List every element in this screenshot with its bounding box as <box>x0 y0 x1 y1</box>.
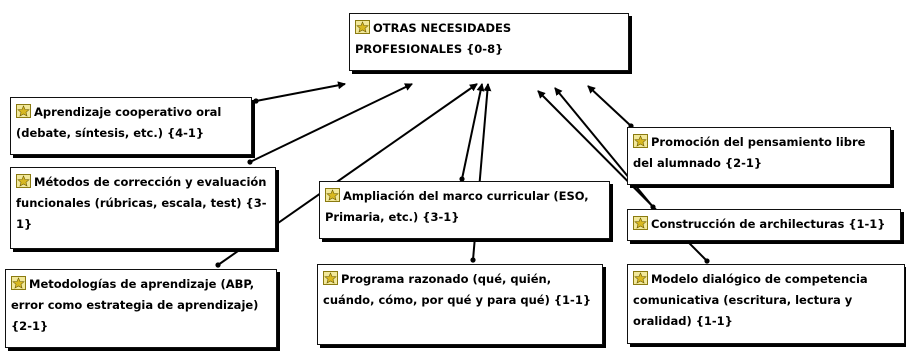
concept-icon <box>16 174 31 188</box>
concept-icon <box>633 216 648 230</box>
edge-n2-to-main <box>249 83 413 163</box>
node-metodologias-aprendizaje[interactable]: Metodologías de aprendizaje (ABP, error … <box>5 269 277 348</box>
node-otras-necesidades[interactable]: OTRAS NECESIDADES PROFESIONALES {0-8} <box>349 13 629 71</box>
node-label: Métodos de corrección y evaluación funci… <box>16 175 267 231</box>
node-label: Programa razonado (qué, quién, cuándo, c… <box>323 272 592 307</box>
edge-n4-to-main <box>461 83 485 180</box>
edge-n1-to-main <box>255 81 346 102</box>
node-label: Metodologías de aprendizaje (ABP, error … <box>11 277 259 333</box>
node-ampliacion-marco[interactable]: Ampliación del marco curricular (ESO, Pr… <box>319 181 610 239</box>
concept-icon <box>325 188 340 202</box>
node-label: Construcción de archilecturas {1-1} <box>651 217 886 231</box>
node-promocion-pensamiento[interactable]: Promoción del pensamiento libre del alum… <box>627 127 891 185</box>
concept-icon <box>633 271 648 285</box>
node-label: Modelo dialógico de competencia comunica… <box>633 272 868 328</box>
concept-icon <box>355 20 370 34</box>
concept-icon <box>16 104 31 118</box>
concept-icon <box>323 271 338 285</box>
edge-origin-dot <box>247 159 253 165</box>
node-label: Aprendizaje cooperativo oral (debate, sí… <box>16 105 222 140</box>
node-label: Promoción del pensamiento libre del alum… <box>633 135 866 170</box>
edge-n6-to-main <box>587 85 632 127</box>
edge-origin-dot <box>215 262 221 268</box>
node-construccion-archilecturas[interactable]: Construcción de archilecturas {1-1} <box>627 209 901 241</box>
node-aprendizaje-cooperativo[interactable]: Aprendizaje cooperativo oral (debate, sí… <box>10 97 252 155</box>
node-metodos-correccion[interactable]: Métodos de corrección y evaluación funci… <box>10 167 276 249</box>
edge-origin-dot <box>253 98 259 104</box>
node-modelo-dialogico[interactable]: Modelo dialógico de competencia comunica… <box>627 264 905 344</box>
node-programa-razonado[interactable]: Programa razonado (qué, quién, cuándo, c… <box>317 264 603 345</box>
concept-icon <box>633 134 648 148</box>
node-label: Ampliación del marco curricular (ESO, Pr… <box>325 189 589 224</box>
edge-origin-dot <box>704 258 710 264</box>
node-label: OTRAS NECESIDADES PROFESIONALES {0-8} <box>355 21 512 56</box>
edge-origin-dot <box>470 257 476 263</box>
concept-icon <box>11 276 26 290</box>
